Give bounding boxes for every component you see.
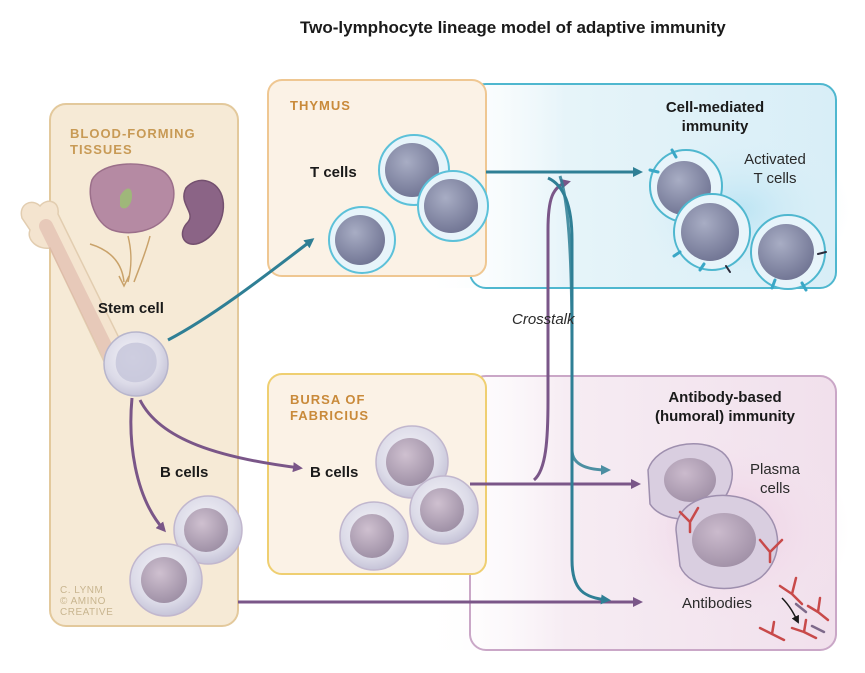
b-cells-left-label: B cells [160,464,209,481]
plasma-cells [647,443,779,590]
activated-t-cells [648,148,827,292]
thymus-t-cells [328,134,489,274]
stem-to-bcells-arrow [129,397,166,533]
stem-to-thymus-arrow [167,238,315,342]
liver-icon [89,163,175,234]
bursa-label: BURSA OF FABRICIUS [290,392,370,423]
activated-t-cells-label: Activated T cells [744,151,806,187]
antibodies-icon [678,506,830,642]
artist-credit: C. LYNM © AMINO CREATIVE [60,585,114,618]
blood-forming-label: BLOOD-FORMING TISSUES [70,126,196,157]
spleen-icon [181,179,225,245]
crosstalk-plasma-arrow [558,175,611,475]
stem-cell [103,331,169,397]
t-cells-label: T cells [310,164,357,181]
antibody-based-heading: Antibody-based (humoral) immunity [654,389,795,425]
organ-to-stem-arrows [89,235,151,288]
crosstalk-label: Crosstalk [512,311,575,328]
plasma-cells-label: Plasma cells [749,461,801,497]
antibodies-label: Antibodies [682,595,753,612]
crosstalk-up-arrow [532,178,571,482]
stem-cell-label: Stem cell [98,300,164,317]
diagram-title: Two-lymphocyte lineage model of adaptive… [300,18,726,37]
left-b-cells [129,495,243,617]
b-cells-bursa-label: B cells [310,464,359,481]
thymus-label: THYMUS [290,98,351,113]
stem-to-bursa-arrow [138,399,303,473]
bursa-b-cells [339,425,479,571]
antibody-release-arrow [781,597,799,624]
cell-mediated-heading: Cell-mediated immunity [665,99,765,135]
